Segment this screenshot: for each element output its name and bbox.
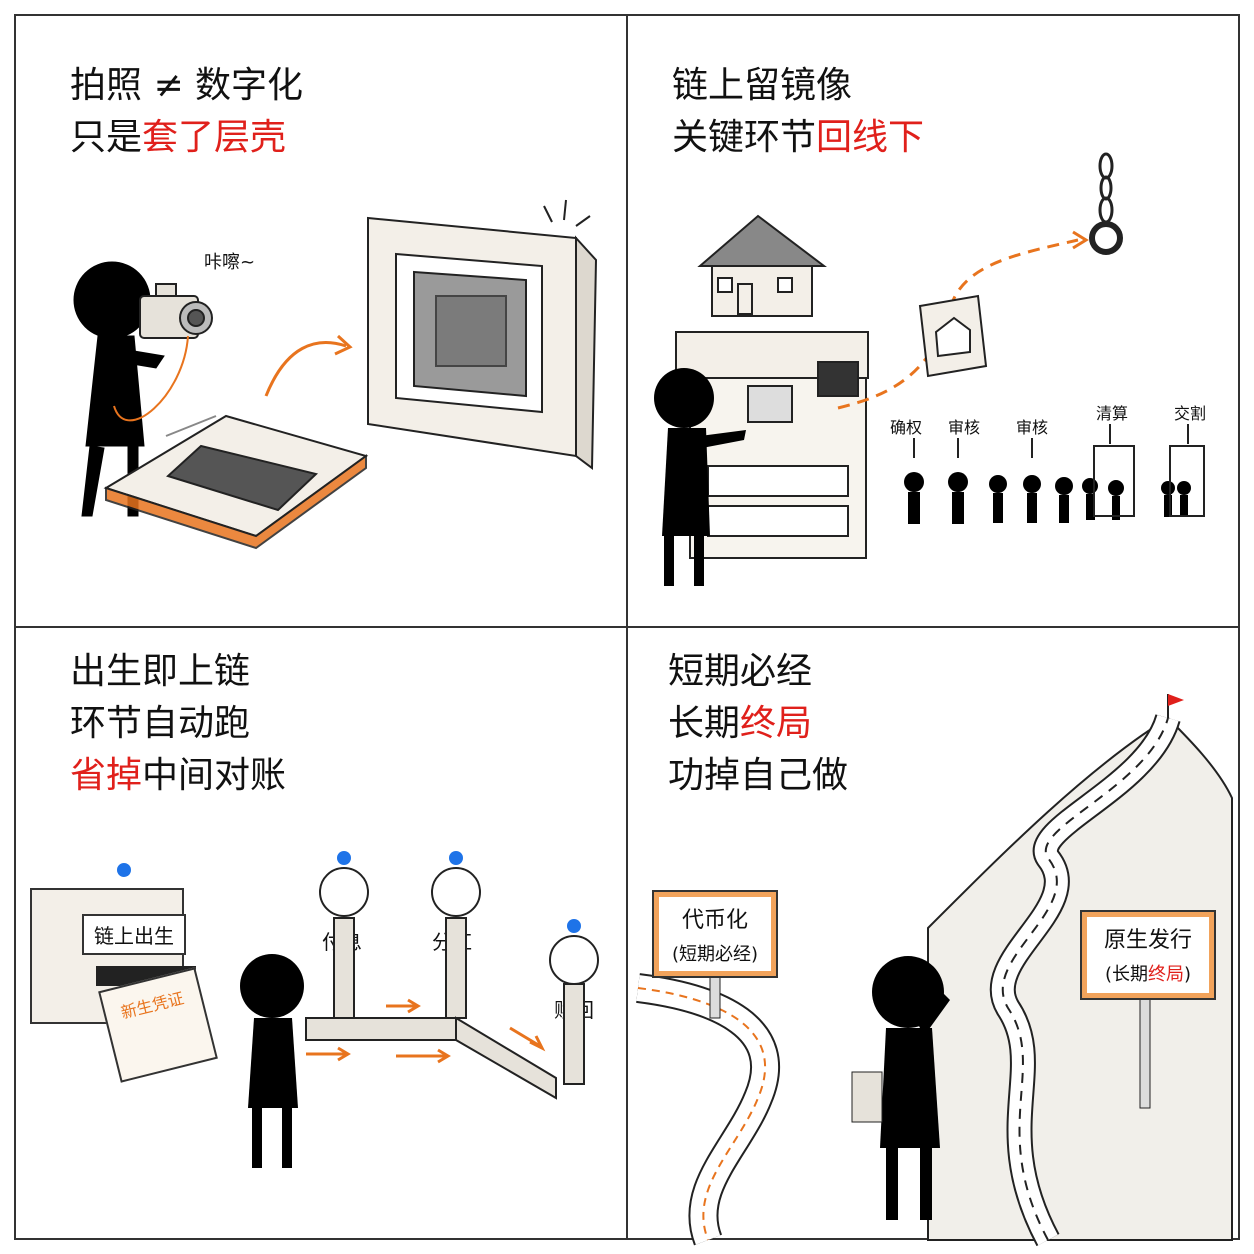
sign-subtitle: (长期终局) (1082, 960, 1214, 986)
caption-text: 长期 (668, 703, 741, 744)
caption-text: 关键环节 (672, 117, 817, 158)
caption-text: 中间对账 (142, 755, 287, 796)
sign-title: 原生发行 (1103, 928, 1192, 953)
hanging-photo (918, 294, 988, 378)
panel-1-caption: 拍照 ≠ 数字化 只是套了层壳 (70, 60, 303, 164)
panel-4-caption: 短期必经 长期终局 功掉自己做 (668, 646, 848, 802)
caption-line: 出生即上链 (70, 651, 251, 692)
flag-icon (1168, 694, 1184, 706)
doorways (1093, 445, 1205, 517)
copier-machine (675, 331, 869, 559)
sign-subtitle-highlight: 终局 (1148, 964, 1184, 985)
stick-figure-receiver (240, 954, 304, 1168)
panel-1-illustration (73, 199, 598, 550)
caption-line: 关键环节回线下 (672, 112, 924, 164)
step-label: 交割 (1174, 404, 1207, 423)
caption-line: 链上留镜像 (672, 65, 853, 106)
caption-line: 功掉自己做 (668, 755, 849, 796)
machine-label: 链上出生 (82, 914, 186, 955)
step-arrows (913, 424, 1189, 458)
panel-3-illustration (117, 851, 599, 1168)
step-label: 审核 (1016, 418, 1049, 437)
caption-line: 只是套了层壳 (70, 112, 303, 164)
caption-line: 短期必经 (668, 651, 813, 692)
step-label: 确权 (890, 418, 923, 437)
sign-long-term: 原生发行 (长期终局) (1080, 910, 1216, 1000)
stick-figure-operator (654, 368, 746, 586)
caption-line: 拍照 ≠ 数字化 (70, 65, 304, 106)
camera-strap (113, 335, 189, 422)
panel-3: 出生即上链 环节自动跑 省掉中间对账 链上出生 新生凭证 付息 分红 赎回 % … (16, 628, 626, 1240)
shutter-sound-text: 咔嚓~ (204, 252, 256, 273)
queue-figures (904, 472, 1191, 524)
camera-icon (139, 283, 213, 339)
panel-3-caption: 出生即上链 环节自动跑 省掉中间对账 (70, 646, 286, 802)
caption-highlight: 省掉 (70, 755, 143, 796)
sign-title: 代币化 (681, 908, 748, 933)
flow-arrows (306, 998, 546, 1064)
panel-1: 拍照 ≠ 数字化 只是套了层壳 咔嚓~ (16, 16, 626, 626)
stick-figure-thinker (851, 956, 950, 1220)
caption-line: 长期终局 (668, 698, 848, 750)
step-label: 清算 (1096, 404, 1129, 423)
panel-2: 链上留镜像 关键环节回线下 确权 审核 审核 清算 交割 (628, 16, 1240, 626)
house-icon (697, 214, 827, 317)
caption-line: 省掉中间对账 (70, 750, 286, 802)
pipes (305, 917, 585, 1100)
caption-highlight: 套了层壳 (142, 117, 287, 158)
chain-icon (1089, 152, 1123, 255)
sign-subtitle: (短期必经) (671, 944, 759, 965)
caption-line: 环节自动跑 (70, 703, 251, 744)
step-label: 审核 (948, 418, 981, 437)
arrow-icon (264, 341, 347, 397)
caption-highlight: 终局 (740, 703, 813, 744)
sign-short-term: 代币化 (短期必经) (652, 890, 778, 978)
signal-lights (117, 851, 581, 933)
photo-album (103, 414, 369, 550)
caption-text: 只是 (70, 117, 143, 158)
caption-highlight: 回线下 (816, 117, 925, 158)
station-circles (319, 867, 599, 985)
panel-4: 短期必经 长期终局 功掉自己做 代币化 (短期必经) (628, 628, 1240, 1247)
panel-2-caption: 链上留镜像 关键环节回线下 (672, 60, 924, 164)
panel-divider-horizontal (14, 626, 1240, 628)
sign-subtitle-text: ) (1184, 964, 1192, 985)
panel-2-illustration (654, 152, 1205, 586)
picture-frame (367, 216, 598, 470)
sign-post-right (1139, 987, 1151, 1109)
sign-subtitle-text: (长期 (1104, 964, 1148, 985)
sparkle-lines (543, 199, 591, 227)
